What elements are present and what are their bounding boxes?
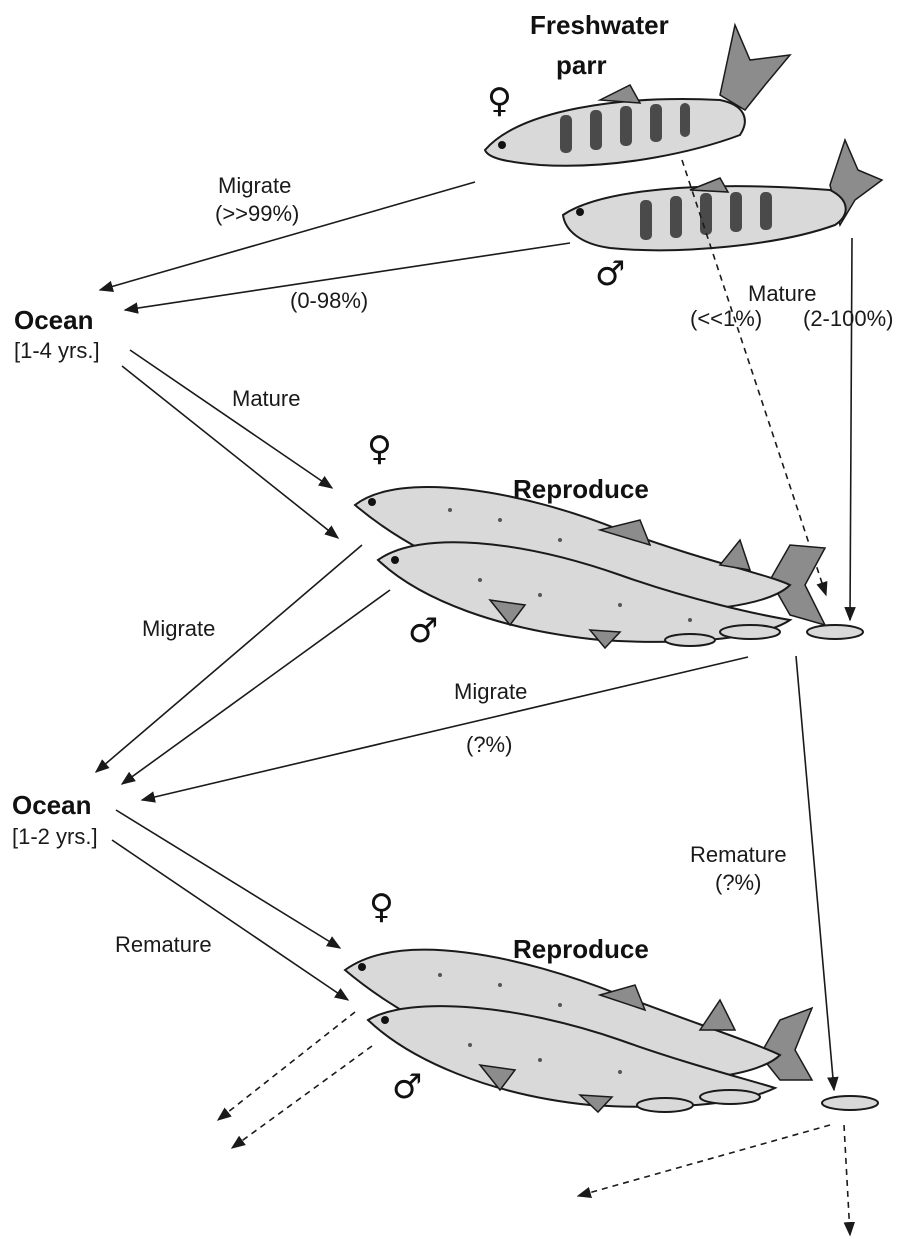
reproduce2-male-symbol: ♂	[392, 1067, 422, 1107]
migrate-juvenile-pct: (?%)	[466, 732, 512, 757]
migrate-female-label: Migrate	[218, 173, 291, 198]
mature-ocean-arrow-male	[122, 366, 338, 538]
remature-ocean-arrow-male	[112, 840, 348, 1000]
reproduce1-male-symbol: ♂	[408, 611, 438, 651]
migrate-juvenile-arrow	[142, 657, 748, 800]
ocean1-label: Ocean	[14, 305, 94, 335]
mature-ocean-label: Mature	[232, 386, 300, 411]
reproduce2-label: Reproduce	[513, 934, 649, 964]
remature-pct: (?%)	[715, 870, 761, 895]
migrate-adult-label: Migrate	[142, 616, 215, 641]
continue-arrow-juvenile-down	[844, 1125, 850, 1235]
parr-female-fish	[485, 25, 790, 166]
mature-female-pct: (<<1%)	[690, 306, 762, 331]
ocean2-label: Ocean	[12, 790, 92, 820]
migrate-juvenile-label: Migrate	[454, 679, 527, 704]
remature-ocean-label: Remature	[115, 932, 212, 957]
mature-male-arrow	[850, 238, 852, 620]
reproduce2-female-symbol: ♀	[369, 887, 394, 927]
remature-ocean-arrow-female	[116, 810, 340, 948]
mature-male-pct: (2-100%)	[803, 306, 893, 331]
continue-arrow-female	[218, 1012, 355, 1120]
reproduce1-female-symbol: ♀	[367, 429, 392, 469]
continue-arrow-male	[232, 1046, 372, 1148]
ocean2-years: [1-2 yrs.]	[12, 824, 98, 849]
mature-ocean-arrow-female	[130, 350, 332, 488]
parr-title-line1: Freshwater	[530, 10, 669, 40]
parr-male-symbol: ♂	[595, 254, 625, 294]
migrate-adult-arrow-female	[96, 545, 362, 772]
migrate-female-arrow	[100, 182, 475, 290]
parr-female-symbol: ♀	[487, 81, 512, 121]
ocean1-years: [1-4 yrs.]	[14, 338, 100, 363]
remature-label: Remature	[690, 842, 787, 867]
continue-arrow-juvenile-left	[578, 1125, 830, 1196]
parr-title-line2: parr	[556, 50, 607, 80]
reproduce1-label: Reproduce	[513, 474, 649, 504]
migrate-female-pct: (>>99%)	[215, 201, 299, 226]
mature-parr-label: Mature	[748, 281, 816, 306]
migrate-male-pct: (0-98%)	[290, 288, 368, 313]
